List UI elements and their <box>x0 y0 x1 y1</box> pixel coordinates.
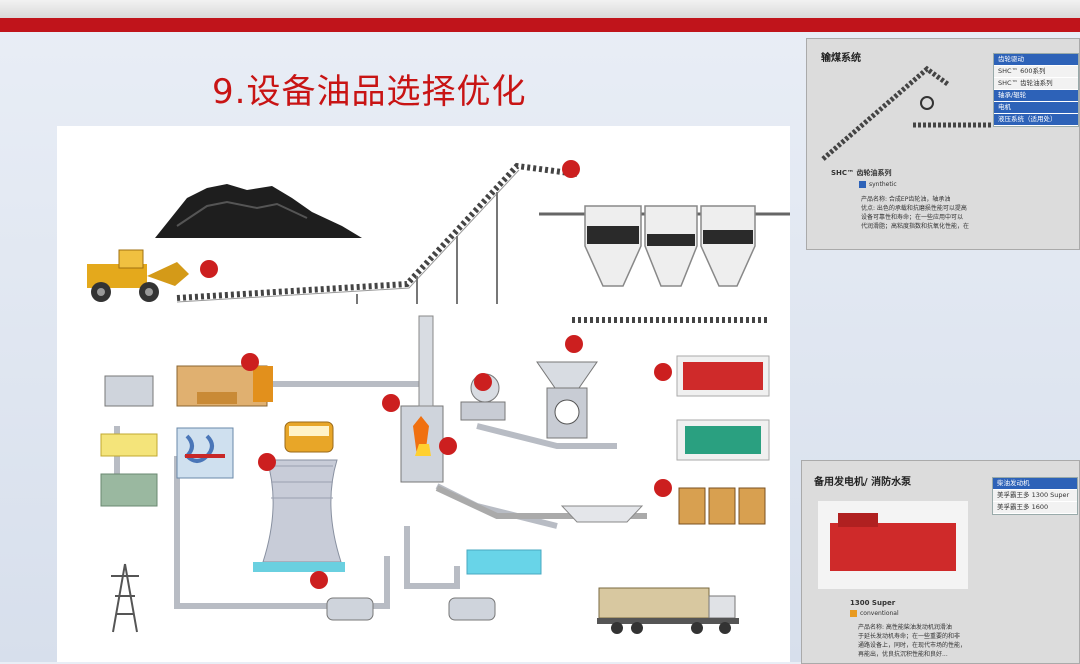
desc-line: 产品名称: 合成EP齿轮油，轴承油 <box>861 196 951 203</box>
popup-menu: 齿轮驱动 SHC™ 600系列 SHC™ 齿轮油系列 轴承/辊轮 电机 液压系统… <box>993 53 1079 127</box>
popup-menu: 柴油发动机 美孚霸王多 1300 Super 美孚霸王多 1600 <box>992 477 1078 515</box>
desc-line: 产品名称: 高性能柴油发动机润滑油 <box>858 624 952 631</box>
menu-item-shc-gear[interactable]: SHC™ 齿轮油系列 <box>994 78 1078 90</box>
boiler-icon <box>400 315 444 483</box>
menu-item-shc600[interactable]: SHC™ 600系列 <box>994 66 1078 78</box>
diesel-generator-icon <box>676 355 770 397</box>
popup-title: 输煤系统 <box>821 53 861 64</box>
pipe-network <box>114 381 617 609</box>
lubrication-point-marker <box>200 160 672 589</box>
oil-tank-icon <box>284 421 334 453</box>
desc-line: 于延长发动机寿命；在一些重要的和非 <box>858 633 961 640</box>
coal-mill-icon <box>536 361 598 439</box>
pump-icon <box>326 597 496 621</box>
desc-line: 优点: 出色的承载和抗磨损性能可以提高 <box>861 205 967 212</box>
plant-diagram-svg <box>87 160 790 634</box>
conventional-badge-icon <box>850 610 857 617</box>
turbine-icon <box>104 365 273 407</box>
coal-system-popup: 输煤系统 齿轮驱动 SHC™ 600系列 SHC™ 齿轮油系列 轴承/辊轮 电机… <box>806 38 1080 250</box>
desc-line: 通路设备上，同时，在现代市场的性能， <box>858 642 967 649</box>
transmission-tower-icon <box>111 563 139 633</box>
fuel-drums-icon <box>678 487 766 525</box>
menu-item-motor[interactable]: 电机 <box>994 102 1078 114</box>
top-window-strip <box>0 0 1080 18</box>
wheel-loader-icon <box>87 249 189 302</box>
water-basin-icon <box>466 549 542 575</box>
menu-item-bearing[interactable]: 轴承/辊轮 <box>994 90 1078 102</box>
synthetic-badge-icon <box>859 181 866 188</box>
product-type-label: synthetic <box>869 181 897 188</box>
generator-popup: 备用发电机/ 消防水泵 柴油发动机 美孚霸王多 1300 Super 美孚霸王多… <box>801 460 1080 664</box>
plant-diagram <box>57 126 790 662</box>
menu-item-gear-drive[interactable]: 齿轮驱动 <box>994 54 1078 66</box>
menu-item-1300[interactable]: 美孚霸王多 1300 Super <box>993 490 1077 502</box>
menu-item-hydraulic[interactable]: 液压系统（适用处） <box>994 114 1078 126</box>
conveyor-thumbnail-icon <box>821 65 993 161</box>
silos-icon <box>539 205 790 287</box>
product-name: 1300 Super <box>850 599 896 607</box>
product-description: 产品名称: 高性能柴油发动机润滑油 于延长发动机寿命；在一些重要的和非 通路设备… <box>858 623 978 659</box>
product-type: conventional <box>850 609 899 618</box>
desc-line: 代润滑脂；高粘度指数和抗氧化性能，在 <box>861 223 970 230</box>
dump-truck-icon <box>597 587 739 634</box>
inclined-conveyor-icon <box>176 162 578 301</box>
product-description: 产品名称: 合成EP齿轮油，轴承油 优点: 出色的承载和抗磨损性能可以提高 设备… <box>861 195 981 231</box>
menu-item-diesel[interactable]: 柴油发动机 <box>993 478 1077 490</box>
popup-title: 备用发电机/ 消防水泵 <box>814 477 912 488</box>
transformer-icon <box>100 433 158 507</box>
heat-exchanger-icon <box>176 427 234 479</box>
product-name: SHC™ 齿轮油系列 <box>831 169 892 177</box>
product-type: synthetic <box>859 180 897 189</box>
cooling-tower-icon <box>253 459 345 572</box>
desc-line: 再能出，优良抗沉积性能和良好... <box>858 651 948 658</box>
slide-title: 9.设备油品选择优化 <box>212 72 527 112</box>
generator-thumbnail-icon <box>818 501 968 589</box>
coal-pile-icon <box>155 184 362 238</box>
standby-generator-icon <box>676 419 770 461</box>
header-red-bar <box>0 18 1080 32</box>
product-type-label: conventional <box>860 610 899 617</box>
desc-line: 设备可靠性和寿命；在一些应用中可以 <box>861 214 964 221</box>
menu-item-1600[interactable]: 美孚霸王多 1600 <box>993 502 1077 514</box>
